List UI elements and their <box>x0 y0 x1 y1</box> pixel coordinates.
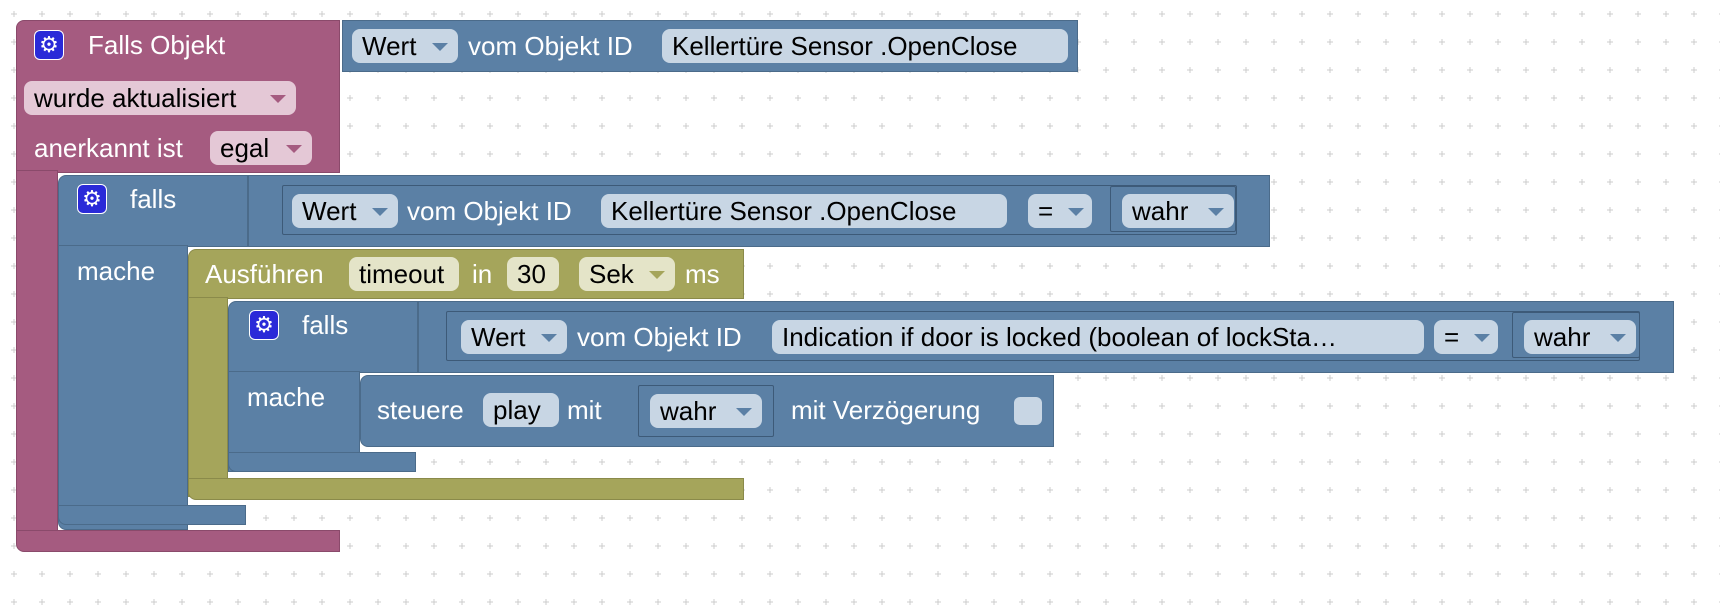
if1-condition-socket <box>282 185 1237 235</box>
timeout-block-footer <box>188 478 744 500</box>
chevron-down-icon <box>1208 208 1224 216</box>
chevron-down-icon <box>1610 334 1626 342</box>
event-object-id-field[interactable]: Kellertüre Sensor .OpenClose <box>662 29 1068 63</box>
chevron-down-icon <box>736 408 752 416</box>
timeout-amount-field[interactable]: 30 <box>507 257 559 291</box>
if2-label: falls <box>302 310 349 340</box>
chevron-down-icon <box>286 145 302 153</box>
event-title: Falls Objekt <box>88 30 226 60</box>
event-trigger-dropdown[interactable]: wurde aktualisiert <box>24 81 296 115</box>
if-block-1-spine <box>58 245 188 530</box>
chevron-down-icon <box>270 95 286 103</box>
chevron-down-icon <box>372 208 388 216</box>
if2-value-field-dropdown[interactable]: Wert <box>461 320 567 354</box>
if2-compare-socket <box>1512 312 1640 358</box>
if2-object-id-field[interactable]: Indication if door is locked (boolean of… <box>772 320 1424 354</box>
control-target-field[interactable]: play <box>483 393 559 427</box>
timeout-suffix: ms <box>685 259 720 289</box>
if2-do-label: mache <box>247 382 326 412</box>
gear-icon[interactable]: ⚙ <box>77 184 107 214</box>
if-block-2-footer <box>228 452 416 472</box>
timeout-unit-dropdown[interactable]: Sek <box>579 257 675 291</box>
if2-compare-dropdown[interactable]: wahr <box>1524 320 1636 354</box>
gear-icon[interactable]: ⚙ <box>34 30 64 60</box>
if2-object-label: vom Objekt ID <box>577 322 742 352</box>
chevron-down-icon <box>541 334 557 342</box>
timeout-label: Ausführen <box>205 259 324 289</box>
if1-compare-socket <box>1110 186 1236 232</box>
timeout-block-spine <box>188 297 228 497</box>
if1-operator-dropdown[interactable]: = <box>1028 194 1092 228</box>
if1-compare-dropdown[interactable]: wahr <box>1122 194 1234 228</box>
if1-object-id-field[interactable]: Kellertüre Sensor .OpenClose <box>601 194 1007 228</box>
event-block-footer <box>16 530 340 552</box>
chevron-down-icon <box>432 43 448 51</box>
control-block[interactable] <box>360 375 1054 447</box>
ack-label: anerkannt ist <box>34 133 183 163</box>
timeout-in-label: in <box>472 259 493 289</box>
control-label: steuere <box>377 395 464 425</box>
chevron-down-icon <box>649 271 665 279</box>
control-delay-label: mit Verzögerung <box>791 395 981 425</box>
if2-operator-dropdown[interactable]: = <box>1434 320 1498 354</box>
if1-do-label: mache <box>77 256 156 286</box>
event-value-field-dropdown[interactable]: Wert <box>352 29 458 63</box>
if-block-1-footer <box>58 505 246 525</box>
control-value-dropdown[interactable]: wahr <box>650 394 762 428</box>
chevron-down-icon <box>1474 334 1490 342</box>
ack-dropdown[interactable]: egal <box>210 131 312 165</box>
event-value-label: vom Objekt ID <box>468 31 633 61</box>
checkbox-icon[interactable] <box>1014 397 1042 425</box>
timeout-name-field[interactable]: timeout <box>349 257 459 291</box>
if1-object-label: vom Objekt ID <box>407 196 572 226</box>
gear-icon[interactable]: ⚙ <box>249 310 279 340</box>
if1-value-field-dropdown[interactable]: Wert <box>292 194 398 228</box>
if1-label: falls <box>130 184 177 214</box>
event-block-spine <box>16 170 58 533</box>
chevron-down-icon <box>1068 208 1084 216</box>
control-value-socket <box>638 385 774 437</box>
control-with-label: mit <box>567 395 602 425</box>
